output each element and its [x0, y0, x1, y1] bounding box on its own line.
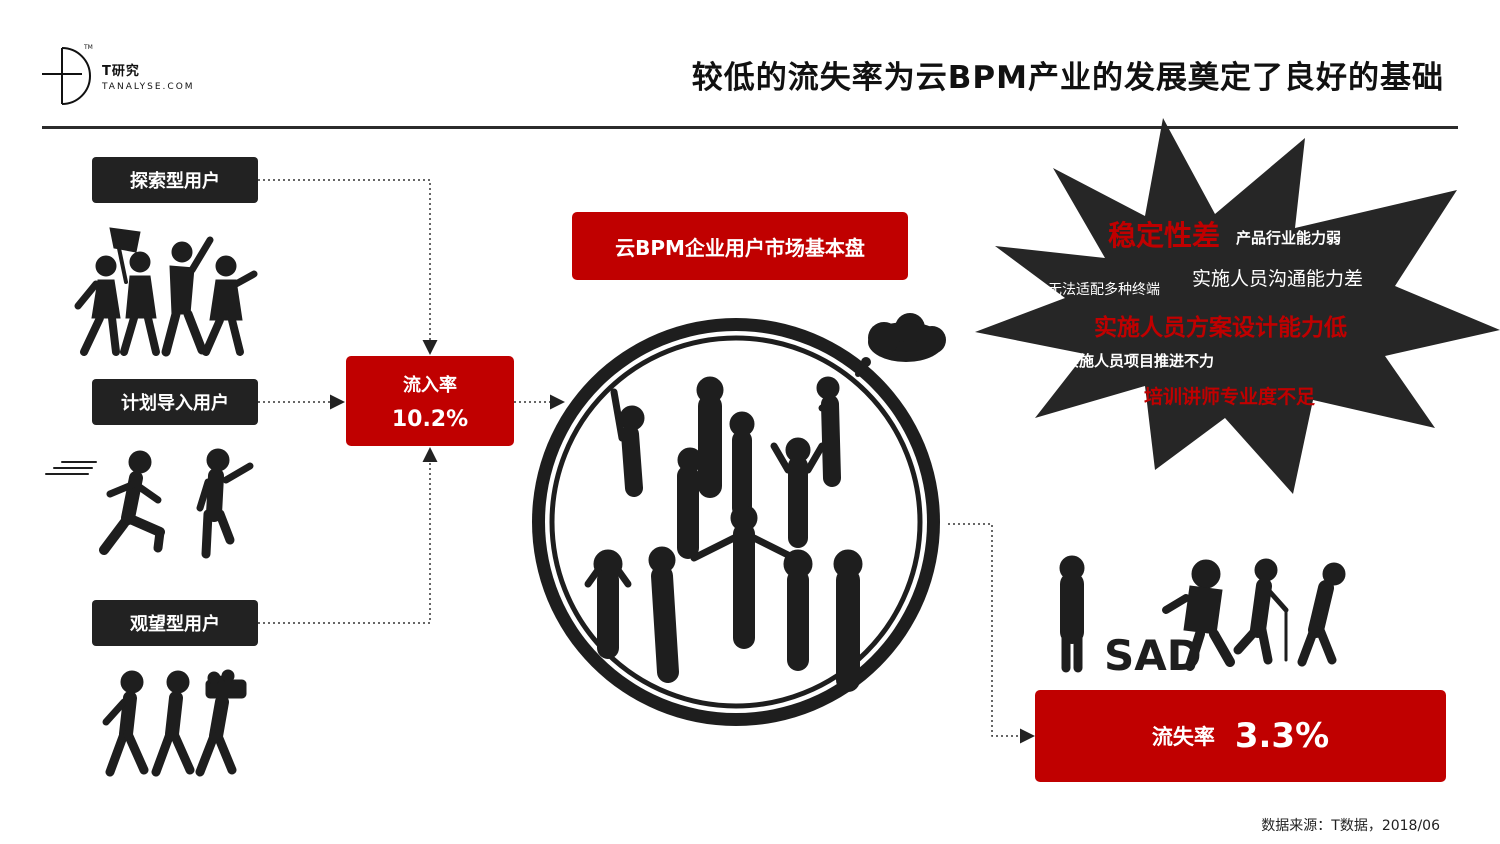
inflow-rate-label: 流入率 [403, 374, 457, 396]
thought-cloud-icon [855, 313, 946, 377]
issue-progress: 实施人员项目推进不力 [1064, 352, 1215, 370]
inflow-rate-value: 10.2% [391, 406, 469, 432]
sad-text: SAD [1104, 631, 1202, 676]
issue-communication: 实施人员沟通能力差 [1192, 268, 1364, 290]
churn-rate-box: 流失率 3.3% [1035, 690, 1446, 782]
label-explore-users: 探索型用户 [92, 157, 258, 203]
issue-industry: 产品行业能力弱 [1236, 229, 1342, 247]
crowd-circle-icon [532, 318, 940, 726]
problems-burst-shape [975, 118, 1500, 494]
sad-people-icon: SAD [1059, 555, 1346, 676]
logo-domain: TANALYSE.COM [102, 82, 195, 92]
logo-trademark: TM [84, 44, 93, 51]
label-watch-users: 观望型用户 [92, 600, 258, 646]
data-source-note: 数据来源：T数据，2018/06 [1261, 818, 1440, 834]
issue-terminals: 无法适配多种终端 [1048, 282, 1160, 298]
churn-rate-value: 3.3% [1234, 716, 1330, 756]
page-title: 较低的流失率为云BPM产业的发展奠定了良好的基础 [691, 60, 1444, 96]
title-divider [42, 126, 1458, 129]
issue-trainers: 培训讲师专业度不足 [1144, 386, 1316, 408]
logo-mark-icon [42, 47, 91, 105]
churn-rate-label: 流失率 [1151, 725, 1215, 749]
running-person-icon [45, 448, 254, 559]
brand-logo: TM T研究 TANALYSE.COM [40, 44, 220, 106]
label-plan-users: 计划导入用户 [92, 379, 258, 425]
logo-chinese-name: T研究 [102, 64, 140, 79]
inflow-rate-box: 流入率 10.2% [346, 356, 514, 446]
issue-design: 实施人员方案设计能力低 [1094, 315, 1347, 341]
market-base-label: 云BPM企业用户市场基本盘 [572, 212, 908, 280]
marching-crowd-icon [74, 227, 258, 357]
walking-people-icon [102, 669, 247, 777]
issue-stability: 稳定性差 [1108, 219, 1221, 252]
